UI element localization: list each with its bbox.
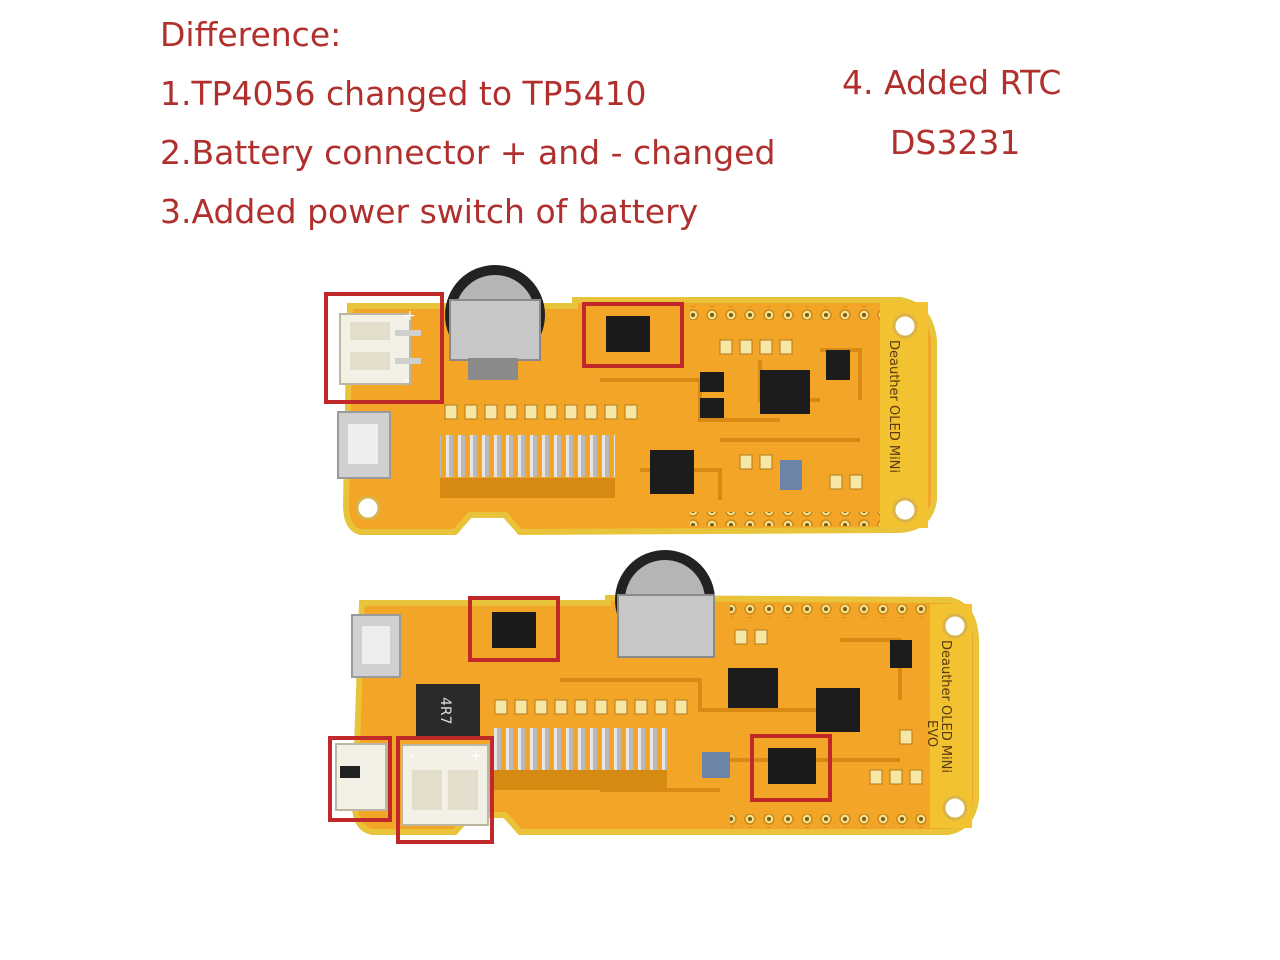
oled-flex-pins-bottom	[492, 728, 667, 770]
qfn-chip-top	[650, 450, 694, 494]
mount-hole	[942, 613, 968, 639]
board-top-end-strip	[880, 302, 928, 528]
svg-text:-: -	[410, 748, 415, 764]
power-switch	[335, 743, 387, 811]
difference-item-2: 2.Battery connector + and - changed	[160, 133, 776, 172]
highlight-power-switch	[328, 736, 392, 822]
highlight-charger-chip-top	[582, 302, 684, 368]
pcb-board-top: Deauther OLED MiNi + -	[337, 265, 937, 536]
pcb-board-bottom: 4R7 + -	[335, 550, 979, 835]
difference-item-4-line2: DS3231	[890, 123, 1021, 162]
qfn-chip-bottom	[816, 688, 860, 732]
svg-text:EVO: EVO	[924, 720, 939, 747]
smd-pad-row	[444, 339, 863, 490]
soic-chip-bottom	[492, 612, 536, 648]
svg-text:-: -	[404, 373, 409, 389]
oled-flex-pins-top	[440, 435, 615, 477]
smd-pad-row	[494, 629, 923, 785]
highlight-battery-connector-bottom	[396, 736, 494, 844]
mount-hole	[942, 795, 968, 821]
regulator-bottom	[728, 668, 778, 708]
difference-item-1: 1.TP4056 changed to TP5410	[160, 74, 647, 113]
highlight-rtc-chip	[750, 734, 832, 802]
soic-chip-top	[606, 316, 650, 352]
highlight-charger-chip-bottom	[468, 596, 560, 662]
header-holes-bottom	[730, 814, 930, 828]
mount-hole	[892, 497, 918, 523]
difference-heading: Difference:	[160, 15, 342, 54]
board-top-silkscreen: Deauther OLED MiNi	[886, 340, 901, 473]
rtc-chip-ds3231	[768, 748, 816, 784]
tantalum-capacitor-top	[780, 460, 802, 490]
highlight-battery-connector-top	[324, 292, 444, 404]
inductor-label: 4R7	[437, 697, 453, 725]
mount-hole	[892, 313, 918, 339]
svg-text:+: +	[404, 308, 416, 324]
header-holes-top	[730, 604, 930, 618]
difference-item-3: 3.Added power switch of battery	[160, 192, 699, 231]
mount-hole	[355, 495, 381, 521]
highlight-boxes	[324, 292, 832, 844]
tantalum-capacitor-bottom	[702, 752, 730, 778]
header-holes-bottom	[690, 512, 880, 526]
regulator-top	[760, 370, 810, 414]
board-bottom-end-strip	[930, 604, 972, 828]
board-bottom-silkscreen: Deauther OLED MiNi	[938, 640, 953, 773]
header-holes-top	[690, 306, 880, 320]
svg-text:+: +	[470, 748, 482, 764]
inductor-4r7	[416, 684, 480, 738]
difference-item-4-line1: 4. Added RTC	[842, 63, 1062, 102]
